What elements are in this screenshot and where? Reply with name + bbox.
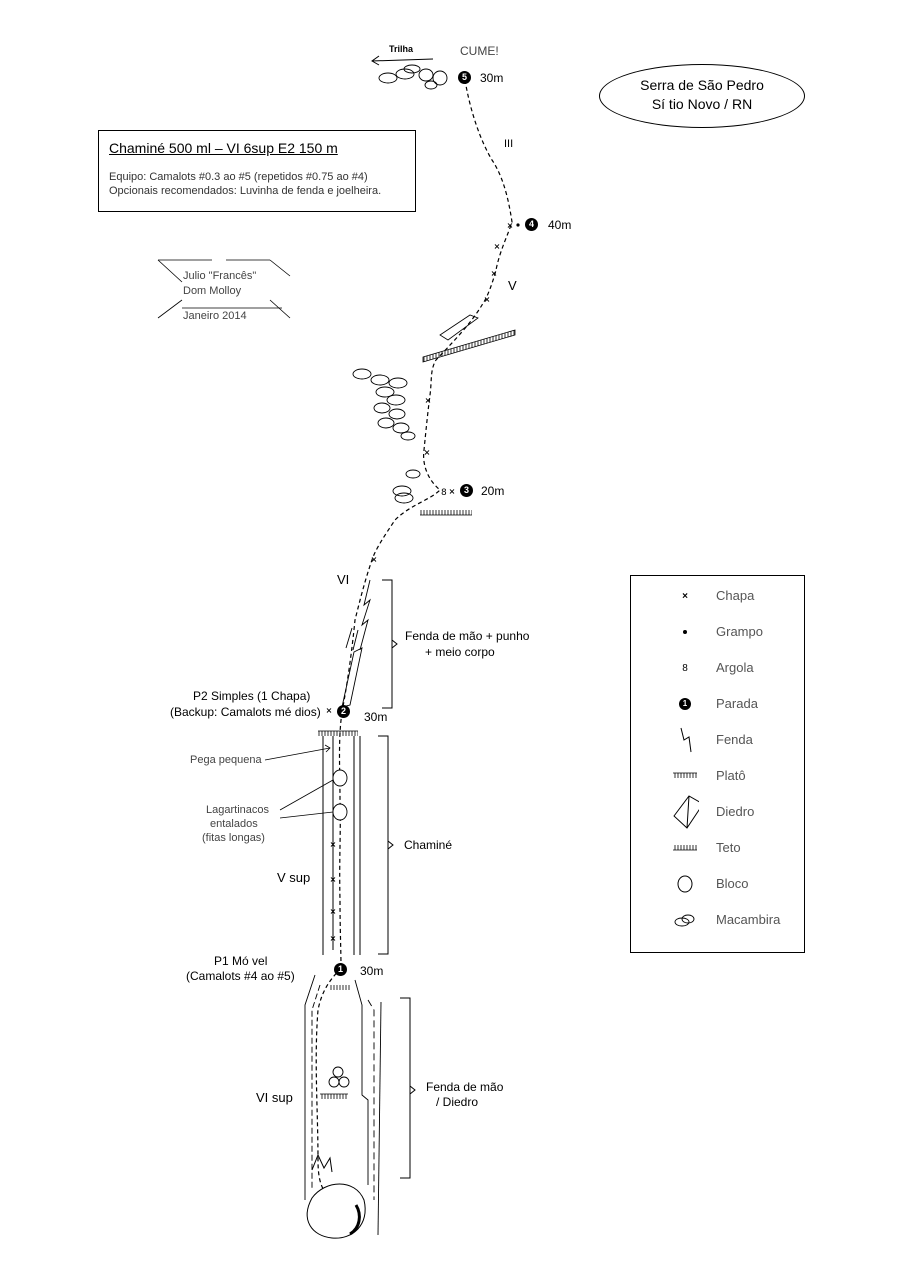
credit-date: Janeiro 2014 <box>183 310 247 322</box>
feature-chimney: Chaminé <box>404 838 453 852</box>
anchor-3-length: 20m <box>481 484 505 498</box>
base-boulder <box>306 1153 366 1239</box>
anchor-4-length: 40m <box>548 218 572 232</box>
route-gear-line1: Equipo: Camalots #0.3 ao #5 (repetidos #… <box>109 171 368 183</box>
svg-text:×: × <box>484 295 491 304</box>
legend-item-argola: 8 Argola <box>631 653 806 683</box>
svg-text:×: × <box>425 396 432 405</box>
grade-pitch2: V sup <box>277 870 311 885</box>
trail-arrow <box>371 55 434 66</box>
legend-box: × Chapa Grampo 8 Argola 1 Parada Fenda P… <box>630 575 805 953</box>
macambira-cluster-summit <box>378 64 448 90</box>
route-line-upper <box>341 79 513 713</box>
chimney-walls <box>322 736 361 955</box>
svg-text:×: × <box>371 555 378 564</box>
route-info-box: Chaminé 500 ml – VI 6sup E2 150 m Equipo… <box>98 130 416 212</box>
grade-pitch3: VI <box>337 572 350 587</box>
legend-item-macambira: Macambira <box>631 905 806 935</box>
argola-p3: 8 <box>441 488 447 498</box>
macambira-icon <box>671 905 699 935</box>
grampo-icon <box>671 617 699 647</box>
credit-author2: Dom Molloy <box>183 285 242 297</box>
plato-icon <box>671 761 699 791</box>
fenda-icon <box>671 725 699 755</box>
legend-item-teto: Teto <box>631 833 806 863</box>
pointer-lines <box>264 744 334 819</box>
location-ellipse: Serra de São Pedro Sí tio Novo / RN <box>599 64 805 128</box>
anchor-2-length: 30m <box>364 710 388 724</box>
legend-item-fenda: Fenda <box>631 725 806 755</box>
teto-icon <box>671 833 699 863</box>
legend-item-chapa: × Chapa <box>631 581 806 611</box>
upper-roof <box>422 314 516 363</box>
summit-label: CUME! <box>460 44 499 58</box>
grade-pitch4: V <box>508 278 517 293</box>
svg-text:×: × <box>494 242 501 251</box>
route-line-chimney <box>338 711 343 969</box>
grampo-p4 <box>516 223 520 227</box>
feature-p3-crack-1: Fenda de mão + punho <box>405 629 530 643</box>
anchor-4: 4 <box>525 218 538 231</box>
svg-text:×: × <box>491 269 498 278</box>
svg-text:×: × <box>449 487 456 496</box>
legend-item-diedro: Diedro <box>631 795 806 829</box>
anchor-2-label1: P2 Simples (1 Chapa) <box>193 689 311 703</box>
feature-small-hold: Pega pequena <box>190 754 262 766</box>
feature-p3-crack-2: + meio corpo <box>425 645 495 659</box>
ledge-p2 <box>318 730 358 736</box>
route-gear-line2: Opcionais recomendados: Luvinha de fenda… <box>109 185 382 197</box>
diedro-pitch1 <box>304 974 382 1236</box>
chapa-icon: × <box>682 590 688 602</box>
anchor-3: 3 <box>460 484 473 497</box>
location-line1: Serra de São Pedro <box>640 77 764 93</box>
grade-pitch1: VI sup <box>256 1090 293 1105</box>
svg-text:×: × <box>326 706 333 715</box>
feature-chockstones-3: (fitas longas) <box>202 832 265 844</box>
parada-icon: 1 <box>671 689 699 719</box>
svg-text:×: × <box>424 448 431 457</box>
feature-p1-crack-2: / Diedro <box>436 1095 479 1109</box>
credit-author1: Julio "Francês" <box>183 270 257 282</box>
anchor-1: 1 <box>334 963 347 976</box>
blocks-pitch1 <box>328 1066 350 1088</box>
anchor-2-label2: (Backup: Camalots mé dios) <box>170 705 321 719</box>
anchor-1-length: 30m <box>360 964 384 978</box>
credits-ornament <box>157 259 291 319</box>
brackets <box>378 579 416 1179</box>
feature-chockstones-1: Lagartinacos <box>206 804 269 816</box>
location-line2: Sí tio Novo / RN <box>651 96 753 112</box>
anchor-5-length: 30m <box>480 71 504 85</box>
macambira-cluster-mid <box>352 368 421 504</box>
ledge-p3 <box>420 510 472 516</box>
feature-chockstones-2: entalados <box>210 818 258 830</box>
feature-p1-crack-1: Fenda de mão <box>426 1080 504 1094</box>
crack-pitch3 <box>341 579 371 708</box>
grade-pitch5: III <box>504 138 514 150</box>
chockstones <box>332 769 348 821</box>
bloco-icon <box>671 869 699 899</box>
route-title: Chaminé 500 ml – VI 6sup E2 150 m <box>109 140 338 156</box>
anchor-5: 5 <box>458 71 471 84</box>
legend-item-bloco: Bloco <box>631 869 806 899</box>
argola-icon: 8 <box>682 662 688 674</box>
legend-item-grampo: Grampo <box>631 617 806 647</box>
ledge-p1 <box>320 985 350 1099</box>
trail-label: Trilha <box>389 44 414 54</box>
legend-item-plato: Platô <box>631 761 806 791</box>
diedro-icon <box>671 795 699 829</box>
anchor-1-label1: P1 Mó vel <box>214 954 268 968</box>
anchor-1-label2: (Camalots #4 ao #5) <box>186 969 295 983</box>
anchor-2: 2 <box>337 705 350 718</box>
svg-text:×: × <box>507 221 514 230</box>
legend-item-parada: 1 Parada <box>631 689 806 719</box>
